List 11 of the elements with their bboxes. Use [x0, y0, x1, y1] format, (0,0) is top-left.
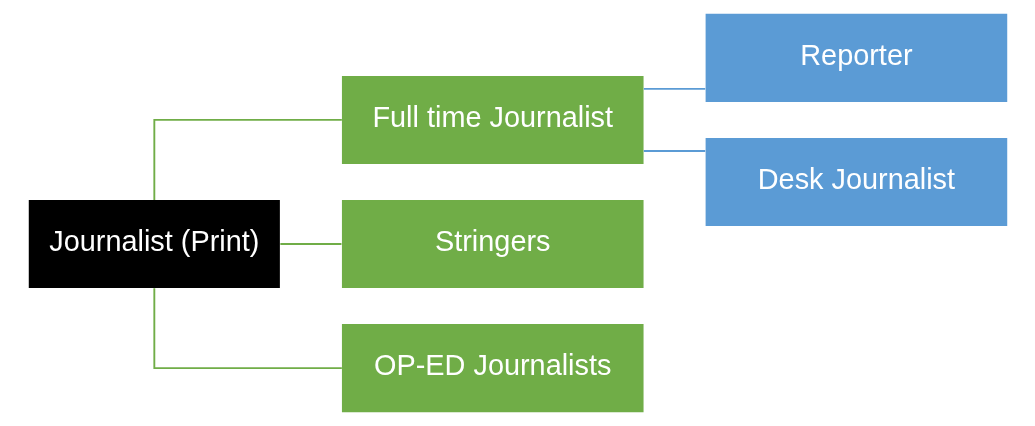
connector [642, 87, 706, 90]
node-box: Desk Journalist [705, 137, 1007, 226]
node-box: Journalist (Print) [28, 200, 280, 289]
node-box: Full time Journalist [341, 75, 644, 164]
connector [278, 243, 342, 245]
node-box: OP-ED Journalists [341, 324, 644, 413]
connector [152, 287, 343, 370]
connector [642, 150, 706, 152]
node-box: Stringers [341, 200, 644, 289]
connector [152, 119, 343, 201]
node-box: Reporter [705, 13, 1007, 102]
